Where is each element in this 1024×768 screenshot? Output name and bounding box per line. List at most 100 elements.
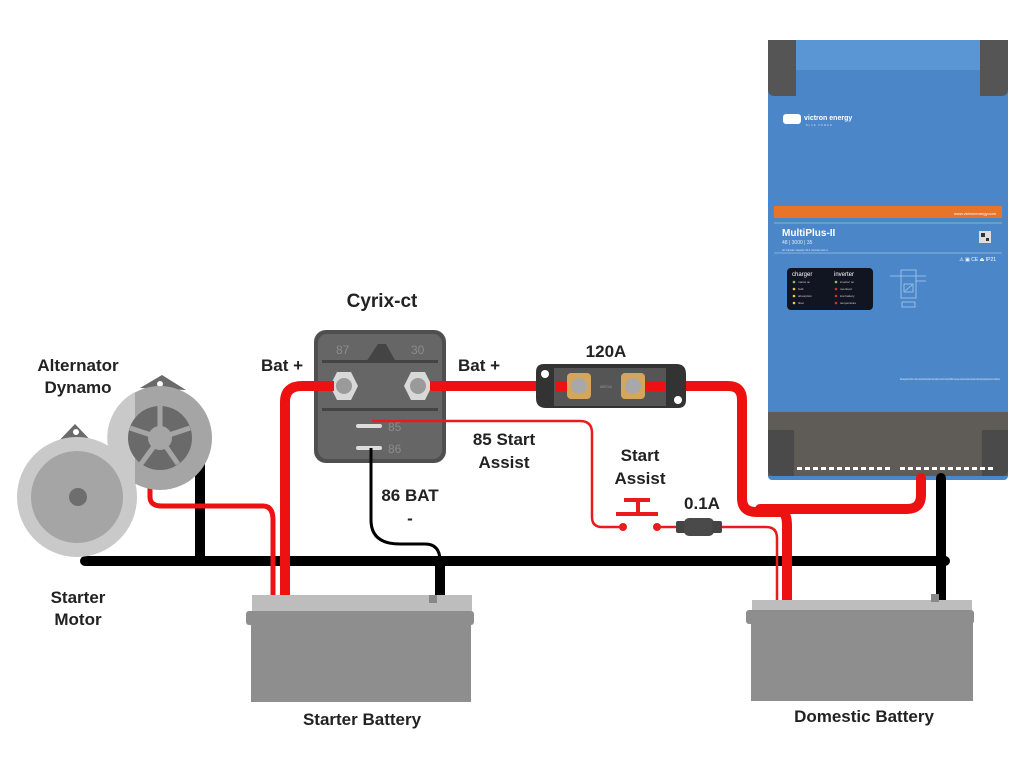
vent-slot (964, 467, 969, 470)
inverter-corner-tr (980, 40, 1008, 96)
vent-slot (908, 467, 913, 470)
website-text: www.victronenergy.com (954, 211, 997, 216)
domestic-battery-label: Domestic Battery (794, 707, 934, 726)
alternator-mount-hole (157, 381, 163, 387)
starter-motor (17, 424, 137, 557)
alternator (107, 375, 212, 490)
charger-title: charger (792, 272, 812, 278)
terminal-85-spade (356, 424, 382, 428)
model-name: MultiPlus-II (782, 228, 836, 239)
led-label: absorption (798, 294, 812, 298)
fuse-to-domestic-signal-wire (720, 525, 779, 602)
inverter-title: inverter (834, 272, 854, 278)
starter-motor-label: Starter (51, 588, 106, 607)
inverter-bottom-housing (768, 412, 1008, 476)
terminal-30-bolt (410, 378, 426, 394)
cyrix-left-bat-label: Bat + (261, 356, 303, 375)
starter-motor-label-line2: Motor (54, 610, 102, 629)
cyrix-inner-body (318, 334, 442, 459)
led-low-battery (834, 294, 838, 298)
led-label: low battery (840, 294, 855, 298)
pin85-label: 85 Start (473, 430, 536, 449)
start-assist-switch[interactable] (616, 498, 661, 531)
domestic-battery-top (752, 600, 972, 610)
multiplus-inverter: victron energy BLUE POWER www.victronene… (768, 40, 1008, 480)
vent-slot (956, 467, 961, 470)
led-bulk (792, 287, 796, 291)
vent-slot (861, 467, 866, 470)
model-spec-sub: AC transfer capacity 32 A | Inverter siz… (782, 249, 828, 252)
mega-fuse-mount-hole (674, 396, 682, 404)
switch-plunger (636, 498, 640, 512)
wiring (80, 381, 950, 605)
model-spec: 48 | 3000 | 35 (782, 240, 813, 246)
cyrix-right-bat-label: Bat + (458, 356, 500, 375)
domestic-battery-body (751, 619, 973, 701)
vent-slot (829, 467, 834, 470)
inline-fuse (676, 518, 722, 536)
alternator-fan-spokes (129, 406, 191, 466)
fuse-left-bolt (571, 378, 587, 394)
mega-fuse-text: MEGA (600, 384, 612, 389)
led-absorption (792, 294, 796, 298)
vent-slot (821, 467, 826, 470)
inline-fuse-body (684, 518, 714, 536)
pin86-ground-wire (369, 446, 442, 563)
domestic-battery-negative-post (931, 594, 939, 602)
led-status-panel: charger inverter mains on bulk absorptio… (787, 268, 873, 310)
switch-terminal-right (653, 523, 661, 531)
brand-subtext: BLUE POWER (806, 124, 833, 127)
starter-motor-shaft (69, 488, 87, 506)
starter-battery-positive-wire (280, 381, 347, 605)
vent-slot (900, 467, 905, 470)
vent-slot (924, 467, 929, 470)
brand-text: victron energy (804, 115, 852, 122)
victron-logo-icon (783, 114, 801, 124)
inline-fuse-cap-right (712, 521, 722, 533)
mega-fuse-rating: 120A (586, 342, 627, 361)
alternator-housing-shade (107, 392, 135, 484)
inverter-positive-wire (755, 473, 926, 514)
starter-battery-body (251, 620, 471, 702)
mega-fuse-mount-hole (541, 370, 549, 378)
certification-marks: ⚠ ▣ CE ⏏ IP21 (959, 257, 996, 263)
starter-battery-negative-post (429, 595, 437, 603)
relay-wire-overlays (314, 381, 446, 463)
pin85-label-line2: Assist (478, 453, 529, 472)
cyrix-rail-top (322, 360, 438, 363)
starter-battery-label: Starter Battery (303, 710, 422, 729)
alternator-mount-lug (140, 375, 186, 390)
circuit-schematic-icon (890, 269, 926, 308)
vent-slot (940, 467, 945, 470)
start-assist-label: Start (621, 446, 660, 465)
inverter-corner-bl (768, 430, 794, 476)
vent-slot (932, 467, 937, 470)
led-inverter-on (834, 280, 838, 284)
pin86-label: 86 BAT (381, 486, 439, 505)
pin85-signal-wire (370, 419, 624, 529)
led-panel-background (787, 268, 873, 310)
led-label: inverter on (840, 280, 855, 284)
cyrix-bracket-icon (366, 344, 396, 362)
vent-slot (885, 467, 890, 470)
cyrix-ct-relay: 87 30 85 86 (314, 330, 446, 463)
start-assist-label-line2: Assist (614, 469, 665, 488)
vent-slot (845, 467, 850, 470)
led-mains-on (792, 280, 796, 284)
vent-slot (797, 467, 802, 470)
inverter-corner-tl (768, 40, 796, 96)
terminal-87-bolt (336, 378, 352, 394)
led-label: overload (840, 287, 852, 291)
vent-slot (813, 467, 818, 470)
inverter-body (768, 40, 1008, 480)
alternator-positive-wire (147, 485, 276, 603)
vent-slot (988, 467, 993, 470)
vent-slot (972, 467, 977, 470)
alternator-label: Alternator (37, 356, 119, 375)
led-label: temperature (840, 301, 857, 305)
led-label: bulk (798, 287, 804, 291)
switch-terminal-left (619, 523, 627, 531)
starter-mount-hole (73, 429, 79, 435)
inverter-orange-strip (774, 206, 1002, 218)
qr-code-detail (986, 238, 989, 241)
